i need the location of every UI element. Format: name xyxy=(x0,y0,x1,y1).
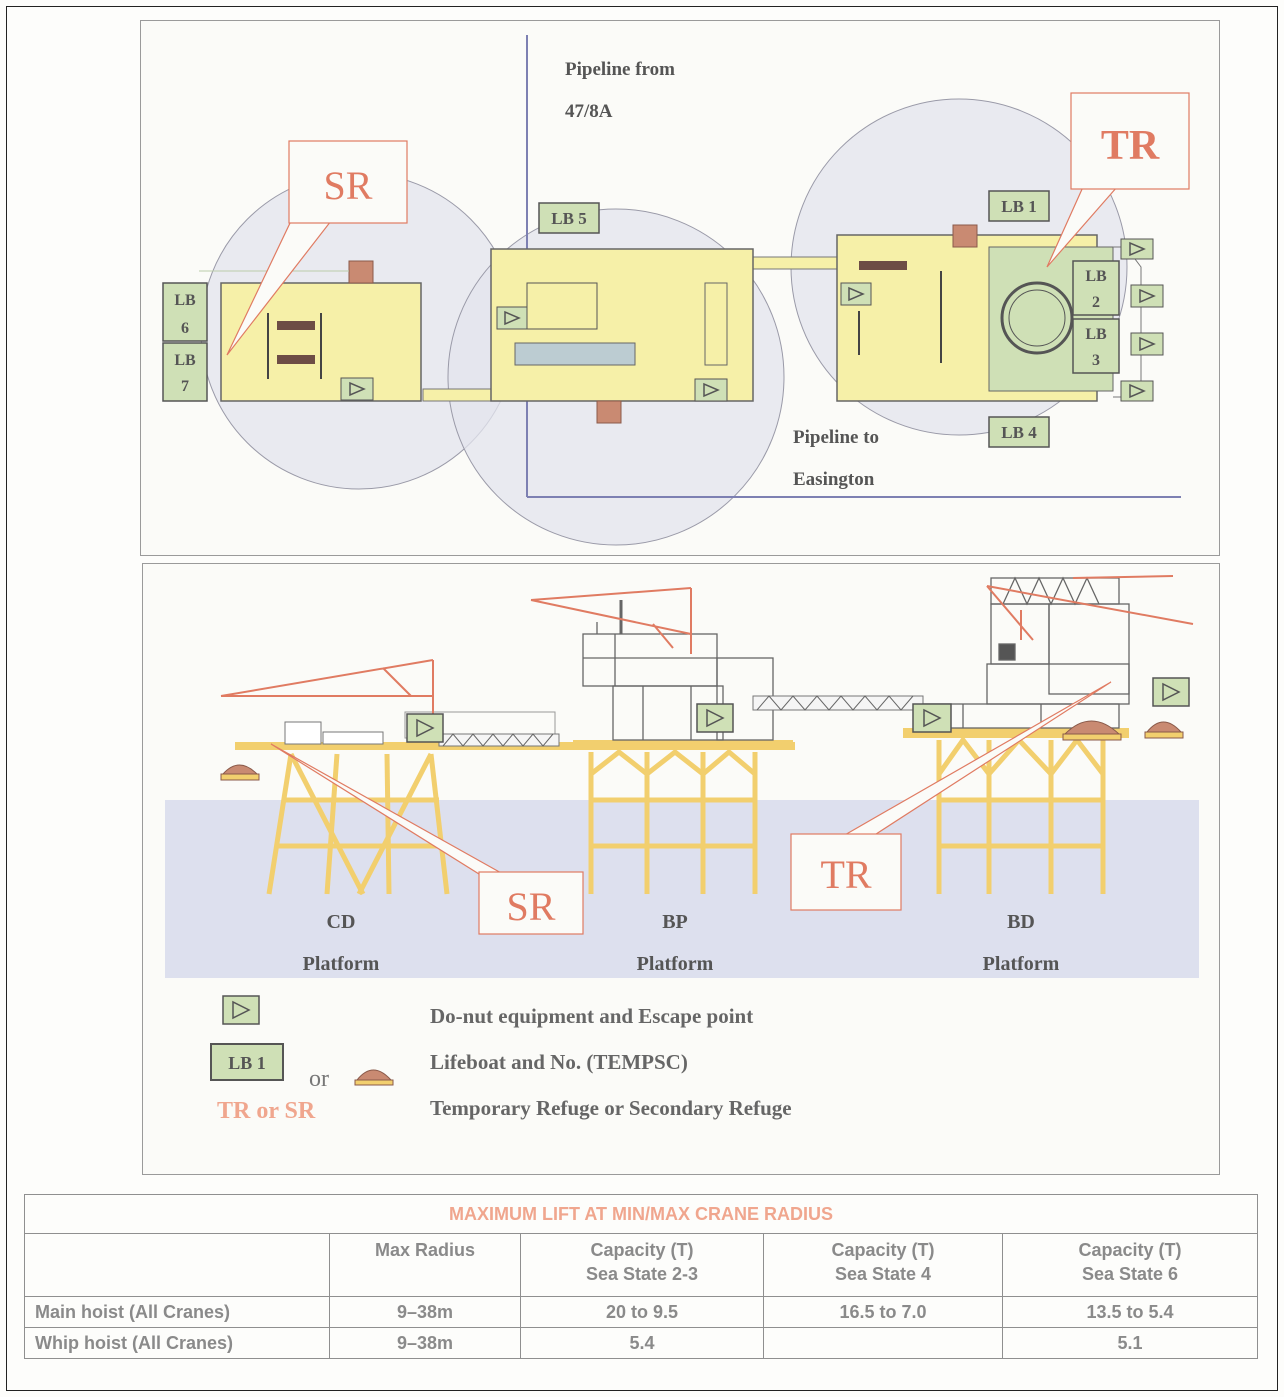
lifeboat-dome-icon xyxy=(1063,721,1121,740)
table-title: MAXIMUM LIFT AT MIN/MAX CRANE RADIUS xyxy=(25,1195,1258,1234)
helideck-circle xyxy=(1002,283,1072,353)
platform-bd-topsides xyxy=(923,578,1129,728)
table-row: Main hoist (All Cranes) 9–38m 20 to 9.5 … xyxy=(25,1297,1258,1328)
legend-lifeboat-dome-icon xyxy=(355,1070,393,1085)
table-cell: 16.5 to 7.0 xyxy=(764,1297,1003,1328)
lifeboat-lb1: LB 1 xyxy=(989,191,1049,221)
svg-text:LB 1: LB 1 xyxy=(228,1053,266,1073)
svg-text:6: 6 xyxy=(181,320,189,337)
legend-lifeboat-symbol: LB 1 xyxy=(211,1044,283,1080)
table-cell: 20 to 9.5 xyxy=(521,1297,764,1328)
table-header-cell xyxy=(25,1234,330,1297)
svg-text:LB 4: LB 4 xyxy=(1001,423,1037,442)
platform-bd-code: BD xyxy=(1007,911,1035,933)
legend-escape-symbol xyxy=(223,996,259,1024)
escape-point-icon xyxy=(1153,678,1189,706)
table-row-label: Main hoist (All Cranes) xyxy=(25,1297,330,1328)
legend-or: or xyxy=(309,1066,329,1092)
pipeline-to-label: Pipeline to xyxy=(793,427,879,448)
platform-bp-code: BP xyxy=(662,911,688,933)
table-cell xyxy=(764,1328,1003,1359)
lifeboat-lb4: LB 4 xyxy=(989,417,1049,447)
table-row-label: Whip hoist (All Cranes) xyxy=(25,1328,330,1359)
legend-escape-text: Do-nut equipment and Escape point xyxy=(430,1004,753,1029)
lifeboat-lb6: LB 6 xyxy=(163,283,207,341)
pipeline-from-label: Pipeline from xyxy=(565,59,675,80)
platform-bp-label: Platform xyxy=(637,953,714,975)
svg-text:TR: TR xyxy=(1101,123,1160,169)
crane-lift-table: MAXIMUM LIFT AT MIN/MAX CRANE RADIUS Max… xyxy=(24,1194,1258,1359)
crane-bp xyxy=(531,588,691,654)
bridge-cd-bp xyxy=(439,734,559,746)
crane-pedestal xyxy=(349,261,373,283)
platform-cd-label: Platform xyxy=(303,953,380,975)
escape-point-icon xyxy=(697,704,733,732)
lifeboat-lb5: LB 5 xyxy=(539,203,599,233)
pipeline-to-label-2: Easington xyxy=(793,469,875,490)
table-cell: 9–38m xyxy=(330,1328,521,1359)
table-header-cell: Capacity (T) Sea State 6 xyxy=(1003,1234,1258,1297)
table-header-row: Max Radius Capacity (T) Sea State 2-3 Ca… xyxy=(25,1234,1258,1297)
svg-text:7: 7 xyxy=(181,378,189,395)
table-header-cell: Capacity (T) Sea State 4 xyxy=(764,1234,1003,1297)
table-cell: 5.4 xyxy=(521,1328,764,1359)
plan-view-diagram: LB 6 LB 7 LB 5 LB 1 LB 2 LB 3 LB 4 SR TR xyxy=(141,21,1219,555)
platform-bp-topsides xyxy=(583,600,773,740)
bridge xyxy=(423,389,493,401)
lifeboat-lb7: LB 7 xyxy=(163,343,207,401)
legend-refuge-key: TR or SR xyxy=(217,1098,316,1124)
elevation-view-panel: SR TR CD Platform BP Platform BD Platfor… xyxy=(142,563,1220,1175)
escape-point-icon xyxy=(497,307,527,329)
svg-text:LB 5: LB 5 xyxy=(551,209,586,228)
plan-view-panel: LB 6 LB 7 LB 5 LB 1 LB 2 LB 3 LB 4 SR TR xyxy=(140,20,1220,556)
escape-point-icon xyxy=(841,283,871,305)
lifeboat-dome-icon xyxy=(1145,722,1183,738)
elevation-view-diagram: SR TR CD Platform BP Platform BD Platfor… xyxy=(143,564,1219,1174)
pipeline-from-label-2: 47/8A xyxy=(565,101,613,122)
bridge xyxy=(753,257,837,269)
lifeboat-dome-icon xyxy=(221,765,259,780)
platform-bd-label: Platform xyxy=(983,953,1060,975)
bridge-bp-bd xyxy=(753,696,923,710)
svg-text:3: 3 xyxy=(1092,352,1100,369)
escape-point-icon xyxy=(341,378,373,400)
sea xyxy=(165,800,1199,978)
svg-text:TR: TR xyxy=(820,852,871,897)
legend-refuge-text: Temporary Refuge or Secondary Refuge xyxy=(430,1096,792,1121)
escape-point-icon xyxy=(407,714,443,742)
lifeboat-lb3: LB 3 xyxy=(1073,319,1119,373)
svg-text:LB 1: LB 1 xyxy=(1001,197,1036,216)
crane-pedestal xyxy=(953,225,977,247)
svg-text:SR: SR xyxy=(324,163,373,208)
svg-text:LB: LB xyxy=(1085,326,1107,343)
svg-text:LB: LB xyxy=(174,292,196,309)
table-cell: 9–38m xyxy=(330,1297,521,1328)
table-row: Whip hoist (All Cranes) 9–38m 5.4 5.1 xyxy=(25,1328,1258,1359)
lifeboat-lb2: LB 2 xyxy=(1073,261,1119,315)
crane-pedestal xyxy=(597,401,621,423)
escape-point-icon xyxy=(695,379,727,401)
legend-lifeboat-text: Lifeboat and No. (TEMPSC) xyxy=(430,1050,688,1075)
table-header-cell: Max Radius xyxy=(330,1234,521,1297)
platform-cd-code: CD xyxy=(327,911,356,933)
table-cell: 13.5 to 5.4 xyxy=(1003,1297,1258,1328)
table-cell: 5.1 xyxy=(1003,1328,1258,1359)
svg-text:SR: SR xyxy=(507,884,556,929)
escape-point-icon xyxy=(913,704,951,732)
table-header-cell: Capacity (T) Sea State 2-3 xyxy=(521,1234,764,1297)
svg-text:LB: LB xyxy=(174,352,196,369)
svg-text:LB: LB xyxy=(1085,268,1107,285)
platform-bp-deck xyxy=(491,249,753,401)
platform-bp-deck xyxy=(573,740,793,750)
crane-cd xyxy=(221,660,433,714)
svg-text:2: 2 xyxy=(1092,294,1100,311)
